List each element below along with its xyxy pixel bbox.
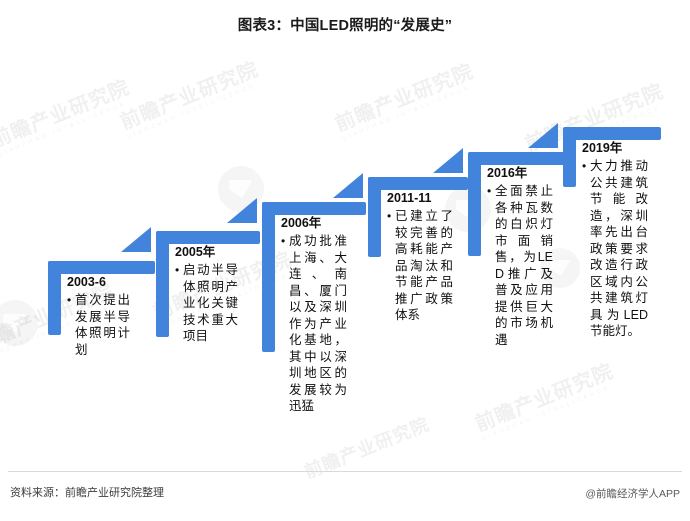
step-arrow-icon [227, 198, 257, 223]
brand-credit: @前瞻经济学人APP [585, 488, 680, 500]
step-bar-top [368, 177, 468, 190]
step-bar-left [156, 231, 169, 337]
chart-title: 图表3：中国LED照明的“发展史” [237, 18, 453, 34]
step-year: 2011-11 [387, 191, 432, 205]
step-bar-top [48, 261, 155, 274]
step-bar-left [368, 177, 381, 257]
step-arrow-icon [528, 123, 558, 148]
step-year: 2019年 [582, 141, 623, 155]
step-description: 首次提出发展半导体照明计划 [67, 292, 130, 358]
step-bar-left [262, 202, 275, 352]
step-arrow-icon [333, 173, 363, 198]
step-description: 启动半导体照明产业化关键技术重大项目 [175, 262, 238, 345]
step-description: 成功批准上海、大连、南昌、厦门以及深圳作为产业化基地，其中以深圳地区的发展较为迅… [281, 233, 347, 415]
step-bar-left [563, 127, 576, 187]
step-arrow-icon [433, 148, 463, 173]
step-bar-left [468, 152, 481, 256]
source-note: 资料来源：前瞻产业研究院整理 [10, 487, 164, 499]
footer-divider [8, 471, 682, 472]
step-year: 2016年 [487, 166, 528, 180]
step-content: 2011-11 已建立了较完善的高耗能产品淘汰和节能产品推广政策体系 [387, 191, 453, 324]
step-bar-left [48, 261, 61, 335]
step-bar-top [156, 231, 260, 244]
step-content: 2005年 启动半导体照明产业化关键技术重大项目 [175, 245, 238, 345]
step-bar-top [262, 202, 366, 215]
step-bar-top [468, 152, 565, 165]
step-description: 大力推动公共建筑节能改造，深圳率先出台政策要求改造行政区域内公共建筑灯具为LED… [582, 158, 648, 340]
step-description: 已建立了较完善的高耗能产品淘汰和节能产品推广政策体系 [387, 208, 453, 324]
step-content: 2019年 大力推动公共建筑节能改造，深圳率先出台政策要求改造行政区域内公共建筑… [582, 141, 648, 340]
step-content: 2006年 成功批准上海、大连、南昌、厦门以及深圳作为产业化基地，其中以深圳地区… [281, 216, 347, 415]
step-content: 2016年 全面禁止各种瓦数的白炽灯市面销售，为LED推广及普及应用提供巨大的市… [487, 166, 553, 348]
step-bar-top [563, 127, 661, 140]
step-arrow-icon [121, 227, 151, 252]
step-year: 2003-6 [67, 275, 106, 289]
step-description: 全面禁止各种瓦数的白炽灯市面销售，为LED推广及普及应用提供巨大的市场机遇 [487, 183, 553, 348]
step-content: 2003-6 首次提出发展半导体照明计划 [67, 275, 130, 358]
step-year: 2006年 [281, 216, 322, 230]
step-year: 2005年 [175, 245, 216, 259]
